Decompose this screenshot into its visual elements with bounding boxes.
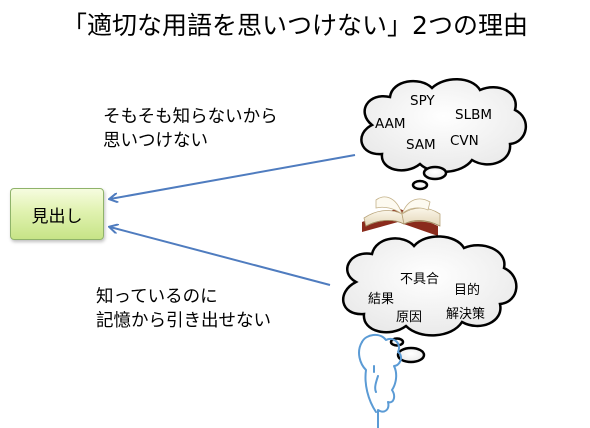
heading-box: 見出し <box>10 188 104 240</box>
cloud-word: 原因 <box>396 310 423 325</box>
reason-one-caption: そもそも知らないから 思いつけない <box>103 105 278 153</box>
reason-two-line: 知っているのに <box>96 287 218 307</box>
thinking-person-icon <box>358 334 402 428</box>
arrow-from-bottom-cloud <box>110 227 331 286</box>
cloud-word: SPY <box>410 93 435 109</box>
cloud-word: 結果 <box>368 292 395 307</box>
arrow-from-top-cloud <box>110 154 356 199</box>
reason-two-caption: 知っているのに 記憶から引き出せない <box>96 285 271 333</box>
cloud-word: 目的 <box>454 283 481 298</box>
open-book-icon <box>362 196 441 236</box>
heading-box-label: 見出し <box>31 206 83 227</box>
reason-one-line: 思いつけない <box>103 131 208 151</box>
cloud-word: CVN <box>450 133 479 149</box>
cloud-word: SLBM <box>455 107 492 123</box>
cloud-word: SAM <box>406 137 436 153</box>
reason-one-line: そもそも知らないから <box>103 107 278 127</box>
thought-cloud-icon <box>341 235 518 364</box>
thought-cloud-icon <box>360 78 527 191</box>
page-title: 「適切な用語を思いつけない」2つの理由 <box>62 11 528 40</box>
cloud-word: 不具合 <box>400 272 440 287</box>
cloud-word: 解決策 <box>446 307 486 322</box>
cloud-word: AAM <box>375 116 406 132</box>
reason-two-line: 記憶から引き出せない <box>96 311 271 331</box>
